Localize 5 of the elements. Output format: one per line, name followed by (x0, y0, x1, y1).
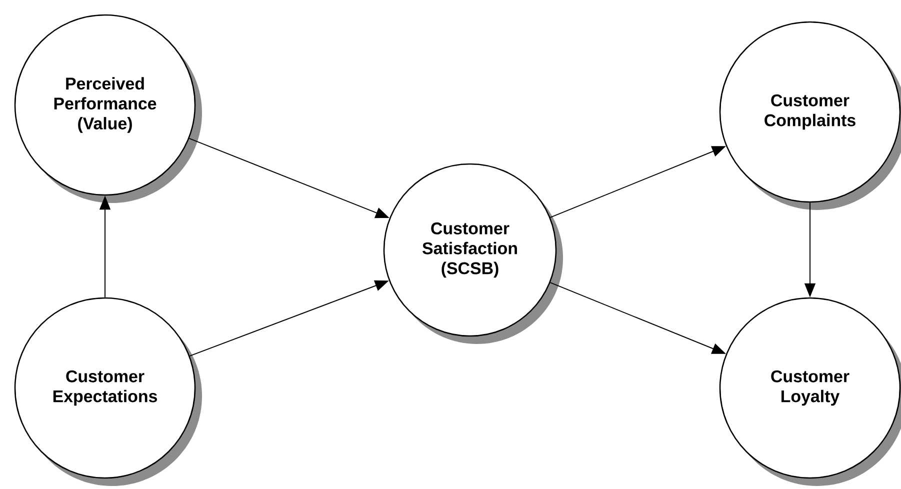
circle-node: Customer Satisfaction (SCSB) (383, 163, 563, 344)
circle-node: Customer Complaints (719, 21, 901, 210)
circle-node: Customer Expectations (14, 297, 202, 486)
circle-node: Perceived Performance (Value) (14, 14, 202, 203)
circle-node: Customer Loyalty (719, 297, 901, 486)
